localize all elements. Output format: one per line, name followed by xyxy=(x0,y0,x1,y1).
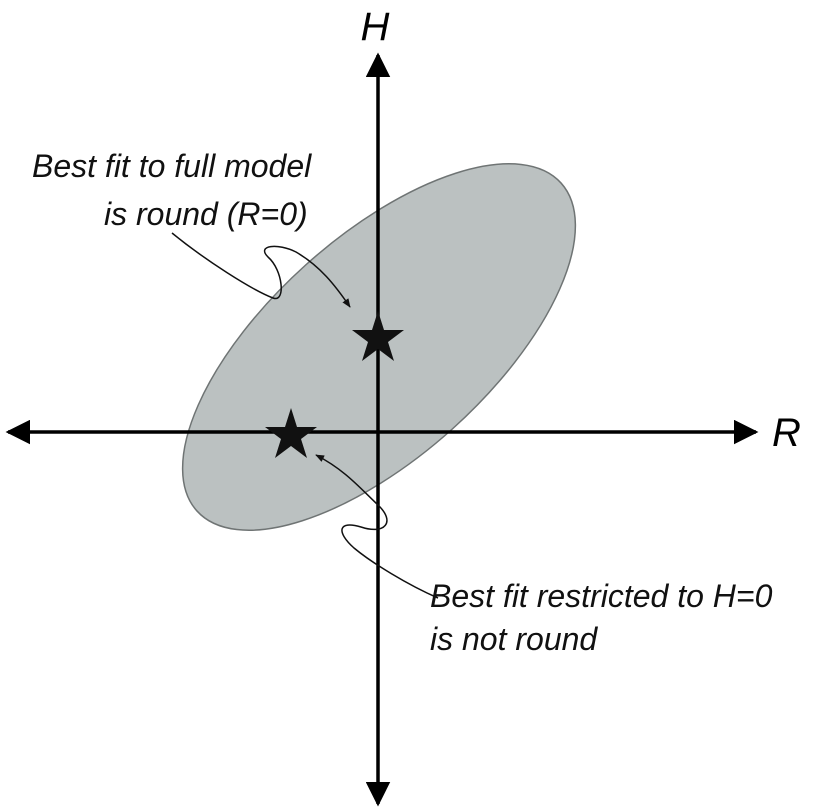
full-model-annotation-line2: is round (R=0) xyxy=(104,196,308,232)
restricted-annotation-line1: Best fit restricted to H=0 xyxy=(430,578,773,614)
full-model-best-fit-star xyxy=(352,311,404,361)
vertical-axis-label: H xyxy=(361,5,390,49)
horizontal-axis-label: R xyxy=(772,411,801,455)
restricted-annotation-line2: is not round xyxy=(430,621,598,657)
full-model-annotation-line1: Best fit to full model xyxy=(32,148,312,184)
restricted-pointer xyxy=(315,454,439,599)
full-model-pointer xyxy=(171,232,351,308)
restricted-best-fit-star xyxy=(265,408,317,458)
